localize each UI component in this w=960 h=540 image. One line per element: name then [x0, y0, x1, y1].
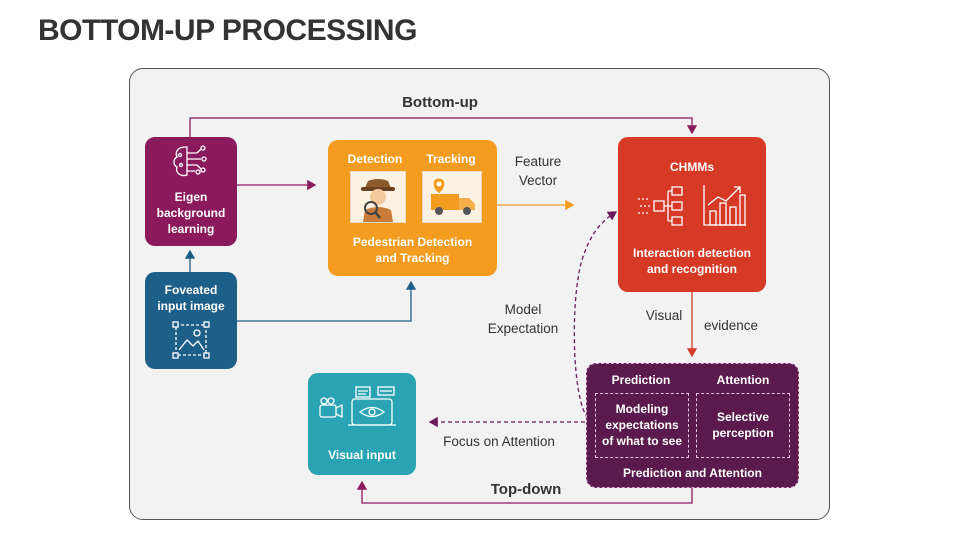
image-frame-icon [172, 321, 210, 359]
pedestrian-detection-node: Detection Tracking Pedestrian Detection … [328, 140, 497, 276]
eigen-background-node: Eigen background learning [145, 137, 237, 246]
chmms-title: CHMMs [670, 160, 714, 174]
model-expectation-line1: Model [504, 302, 542, 317]
pedestrian-line1: Pedestrian Detection [352, 235, 473, 249]
foveated-input-node: Foveated input image [145, 272, 237, 369]
detective-icon [350, 171, 406, 223]
prediction-attention-node: Prediction Attention Modeling expectatio… [586, 363, 799, 488]
foveated-to-pedestrian-arrow [237, 280, 417, 322]
feature-vector-line1: Feature [514, 154, 562, 169]
model-expectation-line2: Expectation [487, 321, 559, 336]
foveated-line1: Foveated [164, 283, 218, 297]
detection-label: Detection [347, 152, 403, 166]
delivery-truck-icon [422, 171, 482, 223]
page-title: BOTTOM-UP PROCESSING [38, 14, 417, 47]
attention-header: Attention [716, 373, 770, 387]
modeling-line2: expectations [605, 418, 679, 432]
feature-vector-line2: Vector [518, 173, 558, 188]
evidence-label: evidence [703, 318, 759, 333]
model-expectation-label: Model Expectation [474, 300, 572, 338]
hierarchy-diagram-icon [638, 186, 683, 226]
chmms-node: CHMMs Interaction detection and recognit… [618, 137, 766, 292]
camera-eye-icon [319, 386, 396, 426]
tracking-label: Tracking [426, 152, 476, 166]
bar-chart-icon [703, 185, 746, 226]
visual-label: Visual [645, 308, 683, 323]
eigen-line1: Eigen [174, 190, 208, 204]
visual-input-label: Visual input [328, 448, 396, 462]
visual-input-node: Visual input [308, 373, 416, 475]
focus-on-attention-label: Focus on Attention [443, 434, 555, 449]
eigen-line3: learning [167, 222, 215, 236]
model-expectation-dashed-arrow [573, 211, 618, 419]
chmms-line2: and recognition [647, 262, 737, 276]
top-down-label: Top-down [490, 481, 562, 498]
top-down-connector [356, 480, 693, 504]
selective-line1: Selective [716, 410, 770, 424]
selective-perception-box: Selective perception [696, 393, 790, 458]
foveated-line2: input image [157, 299, 225, 313]
chmms-line1: Interaction detection [632, 246, 751, 260]
feature-vector-label: Feature Vector [498, 152, 578, 190]
bottom-up-connector [189, 117, 698, 137]
selective-line2: perception [712, 426, 774, 440]
modeling-line1: Modeling [615, 402, 669, 416]
neural-network-icon [173, 145, 207, 177]
prediction-header: Prediction [611, 373, 671, 387]
pedestrian-line2: and Tracking [375, 251, 450, 265]
bottom-up-label: Bottom-up [402, 94, 478, 111]
modeling-line3: of what to see [601, 434, 682, 448]
modeling-expectations-box: Modeling expectations of what to see [595, 393, 689, 458]
prediction-footer: Prediction and Attention [623, 466, 762, 480]
eigen-line2: background [156, 206, 226, 220]
